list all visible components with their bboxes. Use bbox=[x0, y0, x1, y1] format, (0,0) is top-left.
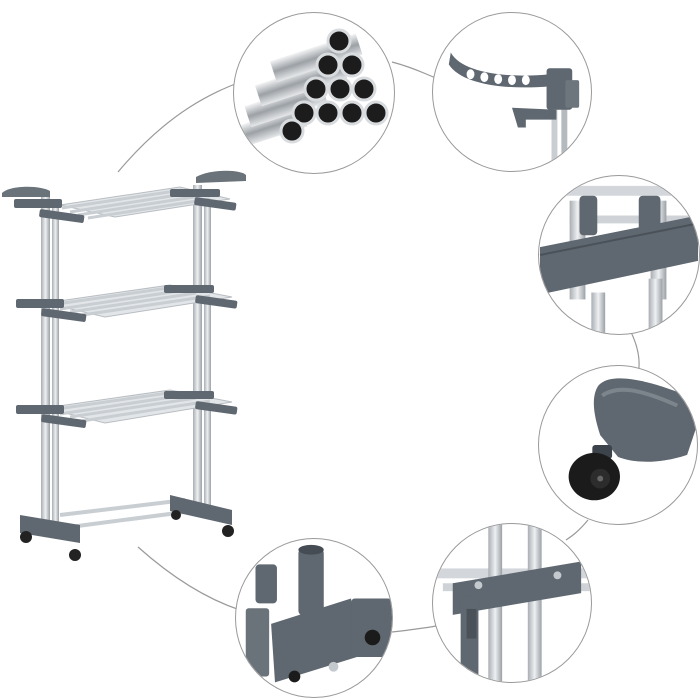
rack-tier-top bbox=[2, 170, 246, 223]
detail-caster-wheel bbox=[538, 365, 698, 525]
base-connector-icon bbox=[245, 544, 392, 683]
detail-base-connector bbox=[235, 538, 393, 698]
connector-curve-bottom bbox=[391, 625, 437, 633]
connector-curve-bottom-left bbox=[137, 546, 241, 611]
detail-steel-tubes bbox=[233, 12, 395, 174]
rack-base bbox=[20, 495, 234, 561]
wing-hanger-icon bbox=[448, 52, 580, 171]
rack-tier-middle bbox=[16, 284, 238, 322]
rack-tier-bottom bbox=[16, 389, 238, 428]
detail-pole-lock bbox=[432, 523, 592, 683]
frame-joint-icon bbox=[539, 185, 699, 334]
detail-frame-joint bbox=[538, 175, 700, 335]
connector-curve-top bbox=[117, 81, 241, 173]
steel-tubes-icon bbox=[234, 28, 389, 149]
drying-rack-image bbox=[2, 170, 246, 561]
detail-wing-hanger bbox=[432, 12, 592, 172]
pole-lock-icon bbox=[433, 524, 591, 682]
connector-curve-right-lower bbox=[565, 519, 589, 541]
caster-wheel-icon bbox=[568, 378, 697, 501]
connector-curve-top-right bbox=[391, 61, 437, 79]
